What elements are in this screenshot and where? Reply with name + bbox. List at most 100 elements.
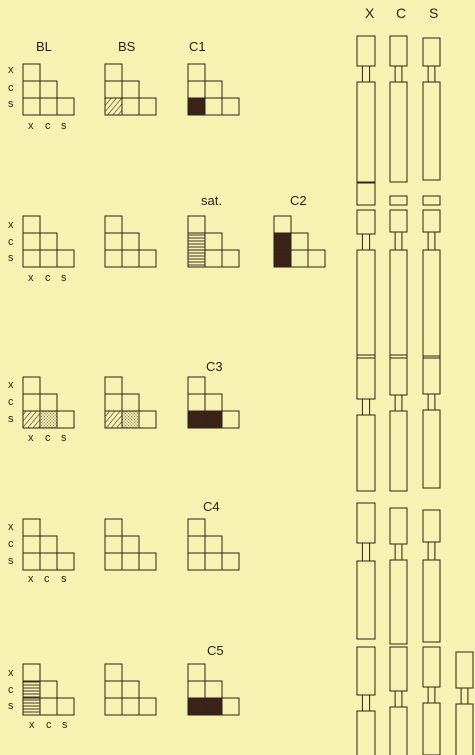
grid-cell	[23, 394, 40, 411]
grid-cell	[23, 536, 40, 553]
centromere	[362, 66, 369, 82]
staircase-row5-panel2	[105, 664, 156, 715]
centromere	[461, 688, 468, 704]
chromosome-c-row4	[390, 508, 407, 644]
grid-cell	[40, 411, 57, 428]
chromosome-x-row2	[357, 210, 375, 358]
chromosome-x-row4	[357, 503, 375, 639]
grid-cell	[40, 553, 57, 570]
grid-cell	[23, 698, 40, 715]
grid-cell	[40, 233, 57, 250]
grid-cell	[222, 250, 239, 267]
grid-cell	[205, 250, 222, 267]
grid-cell	[188, 98, 205, 115]
centromere	[428, 542, 435, 560]
row5-axis-x: x	[8, 667, 14, 679]
grid-cell	[139, 250, 156, 267]
chromosome-s-row1	[423, 38, 440, 180]
grid-cell	[205, 681, 222, 698]
grid-cell	[23, 681, 40, 698]
grid-cell	[188, 536, 205, 553]
row5-axis-s: s	[8, 700, 14, 712]
row3-axis-s: s	[8, 413, 14, 425]
chromosome-arm	[390, 508, 407, 544]
grid-cell	[274, 250, 291, 267]
grid-cell	[188, 681, 205, 698]
grid-cell	[23, 216, 40, 233]
grid-cell	[23, 250, 40, 267]
grid-cell	[205, 81, 222, 98]
grid-cell	[122, 98, 139, 115]
row4-title-c4: C4	[203, 500, 220, 514]
row1-axis-x: x	[8, 64, 14, 76]
grid-cell	[291, 250, 308, 267]
grid-cell	[57, 98, 74, 115]
row1-title-bl: BL	[36, 40, 52, 54]
chromosome-arm	[423, 410, 440, 488]
row3-title-c3: C3	[206, 360, 223, 374]
chromosome-c-row5	[390, 647, 407, 755]
grid-cell	[40, 81, 57, 98]
row4-axis-s: s	[8, 555, 14, 567]
grid-cell	[40, 250, 57, 267]
grid-cell	[40, 698, 57, 715]
row1-xlabel-x: x	[28, 120, 34, 132]
staircase-row3-panel1	[23, 377, 74, 428]
centromere	[362, 695, 369, 711]
row5-xlabel-s: s	[62, 719, 68, 731]
chromosome-arm	[456, 652, 473, 688]
grid-cell	[205, 411, 222, 428]
grid-cell	[23, 377, 40, 394]
staircase-row2-panel3	[188, 216, 239, 267]
chromosome-arm	[357, 561, 375, 639]
row3-xlabel-c: c	[45, 432, 51, 444]
chromosome-arm	[390, 250, 407, 358]
grid-cell	[57, 553, 74, 570]
grid-cell	[122, 394, 139, 411]
grid-cell	[40, 98, 57, 115]
grid-cell	[188, 64, 205, 81]
chromosome-arm	[390, 355, 407, 395]
grid-cell	[222, 411, 239, 428]
staircase-row2-panel4	[274, 216, 325, 267]
row3-axis-x: x	[8, 379, 14, 391]
staircase-row2-panel1	[23, 216, 74, 267]
chromosome-x-row3	[357, 355, 375, 491]
chromosome-arm	[357, 711, 375, 755]
centromere	[395, 395, 402, 411]
chromosome-s-row5	[423, 647, 440, 755]
grid-cell	[57, 698, 74, 715]
chromosome-arm	[357, 210, 375, 234]
grid-cell	[105, 64, 122, 81]
staircase-row1-panel3	[188, 64, 239, 115]
chromosome-arm	[423, 703, 440, 755]
staircase-row2-panel2	[105, 216, 156, 267]
grid-cell	[23, 233, 40, 250]
grid-cell	[188, 553, 205, 570]
grid-cell	[122, 411, 139, 428]
staircase-row4-panel3	[188, 519, 239, 570]
row5-title-c5: C5	[207, 644, 224, 658]
grid-cell	[105, 250, 122, 267]
centromere	[395, 544, 402, 560]
grid-cell	[122, 553, 139, 570]
grid-cell	[122, 81, 139, 98]
grid-cell	[105, 394, 122, 411]
grid-cell	[40, 394, 57, 411]
grid-cell	[205, 553, 222, 570]
grid-cell	[105, 98, 122, 115]
grid-cell	[222, 698, 239, 715]
chromosome-arm	[423, 560, 440, 642]
grid-cell	[23, 81, 40, 98]
grid-cell	[308, 250, 325, 267]
header-x: X	[365, 6, 374, 20]
header-s: S	[429, 6, 438, 20]
chromosome-arm	[423, 82, 440, 180]
row2-xlabel-x: x	[28, 272, 34, 284]
chromosome-arm	[423, 647, 440, 687]
grid-cell	[57, 250, 74, 267]
chromosome-arm	[357, 415, 375, 491]
grid-cell	[57, 411, 74, 428]
centromere	[428, 232, 435, 250]
